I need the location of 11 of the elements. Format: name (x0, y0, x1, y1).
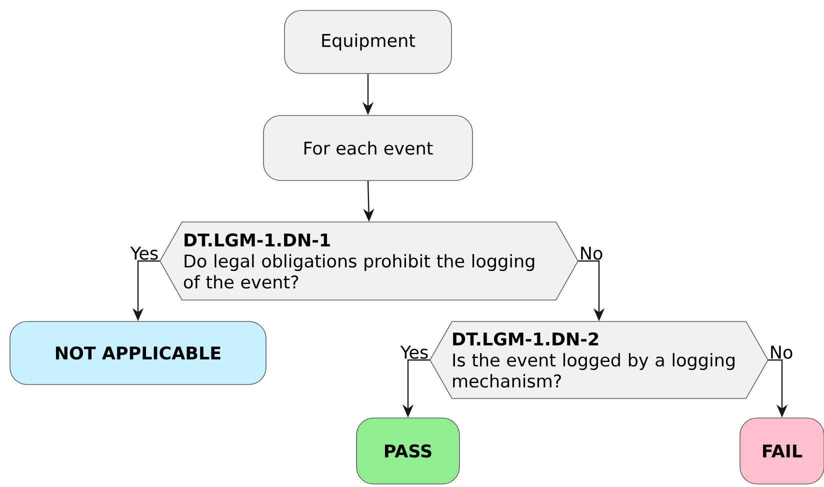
edge-label: Yes (130, 246, 158, 260)
result-box: FAIL (740, 418, 824, 484)
edge-label: No (771, 346, 792, 359)
result-box: PASS (356, 418, 460, 484)
decision-hexagon: DT.LGM-1.DN-2 Is the event logged by a logging mechanism? (430, 321, 768, 399)
activity-box: For each event (263, 115, 473, 181)
edge-label: No (581, 246, 602, 260)
result-box: NOT APPLICABLE (10, 321, 266, 385)
edge-label: Yes (400, 346, 428, 359)
decision-hexagon: DT.LGM-1.DN-1 Do legal obligations prohibit the logging of the event? (160, 222, 578, 300)
activity-box: Equipment (284, 10, 452, 74)
